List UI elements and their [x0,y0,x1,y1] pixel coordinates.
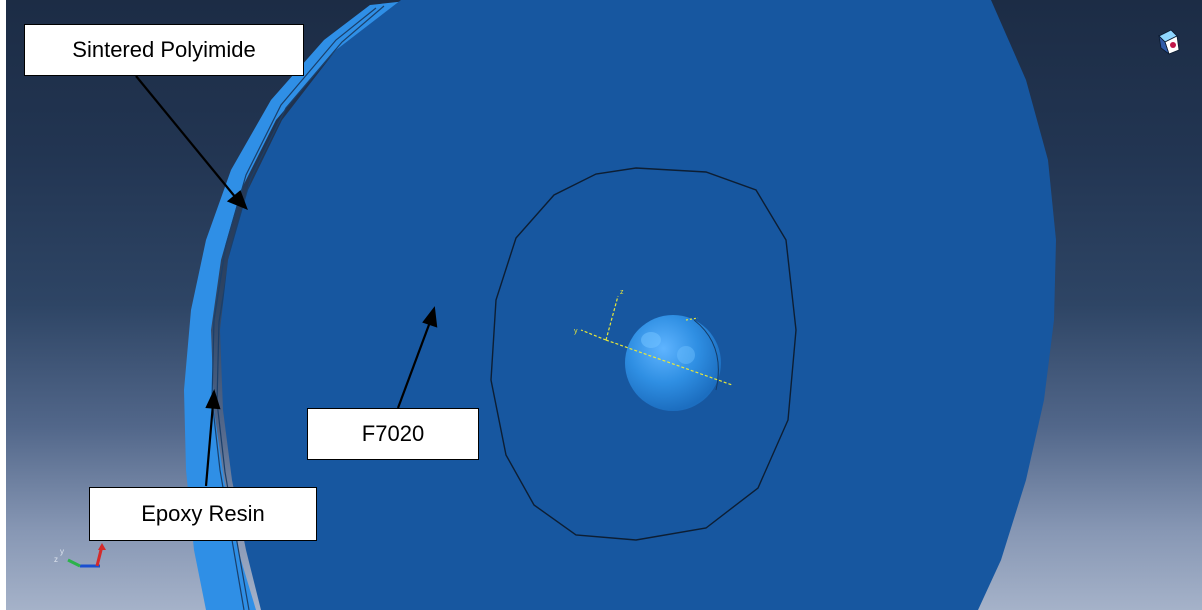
callout-epoxy-resin: Epoxy Resin [89,487,317,541]
xyz-triad-icon: z y [54,543,106,568]
callout-arrows [135,75,438,487]
sphere-highlight [641,332,661,348]
sphere [625,315,721,411]
csys-y-label: y [574,328,578,335]
callout-sintered-polyimide: Sintered Polyimide [24,24,304,76]
csys-z-label: z [620,289,624,296]
svg-text:z: z [54,555,58,564]
sphere-edge-line [693,319,719,391]
f7020-face [220,0,1056,610]
sintered-polyimide-rim [184,0,416,610]
svg-text:y: y [60,547,64,556]
inner-region-outline [490,167,797,541]
callout-f7020: F7020 [307,408,479,460]
view-orientation-icon[interactable] [1151,26,1191,58]
sphere-highlight-2 [677,346,695,364]
local-coordinate-system-icon [580,295,733,386]
